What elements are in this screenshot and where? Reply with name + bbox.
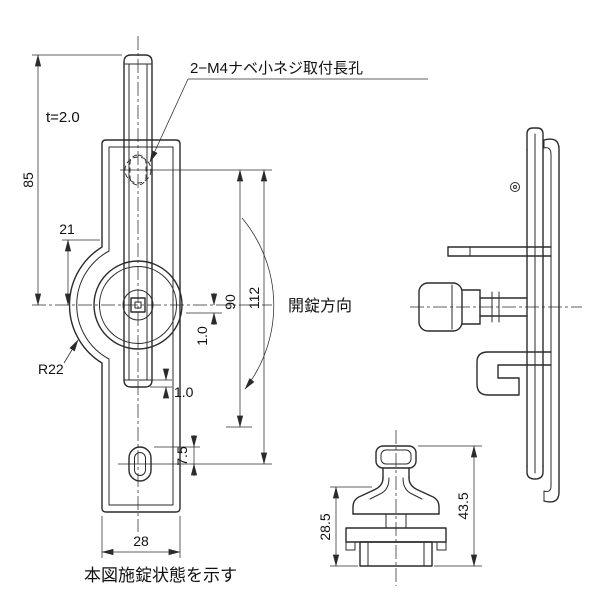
- bottom-screw-slot: [128, 446, 152, 482]
- lever-handle: [123, 54, 153, 388]
- annotations: 2−M4ナベ小ネジ取付長孔 t=2.0 開錠方向 本図施錠状態を示す 85 21…: [20, 60, 471, 585]
- dim-28-5-label: 28.5: [317, 513, 333, 540]
- square-spindle-hole: [130, 297, 146, 313]
- screw-slot-note: 2−M4ナベ小ネジ取付長孔: [190, 60, 363, 77]
- side-hook: [476, 351, 552, 396]
- pivot-boss: [93, 260, 183, 350]
- dim-21-label: 21: [59, 221, 75, 237]
- rivet-detail: [510, 182, 520, 192]
- bottom-bell-housing: [352, 477, 440, 529]
- locked-state-note: 本図施錠状態を示す: [84, 566, 237, 585]
- bottom-dimensions: [330, 445, 482, 567]
- thickness-note: t=2.0: [46, 109, 80, 126]
- dim-r22-label: R22: [38, 361, 64, 377]
- side-view: [410, 127, 582, 503]
- dim-28-label: 28: [133, 533, 149, 549]
- side-knob-and-shaft: [418, 282, 528, 332]
- dim-43-5-label: 43.5: [455, 492, 471, 519]
- dim-90-label: 90: [222, 294, 238, 310]
- dim-85-label: 85: [20, 172, 36, 188]
- dim-112-label: 112: [246, 287, 262, 310]
- mounting-plate-outline: [68, 139, 181, 513]
- top-screw-slot-hidden: [124, 154, 152, 186]
- front-view: [32, 36, 428, 558]
- front-dimensions: [32, 54, 428, 558]
- dim-7-5-label: 7.5: [174, 446, 190, 466]
- unlock-direction-arc: [241, 217, 275, 390]
- unlock-direction-label: 開錠方向: [288, 297, 352, 315]
- dim-1-0-spindle-label: 1.0: [194, 326, 210, 346]
- side-lever-profile: [510, 127, 544, 480]
- bottom-knob-section: [375, 445, 417, 479]
- dim-1-0-lever-label: 1.0: [174, 384, 194, 400]
- side-plate-profile: [543, 138, 560, 503]
- bottom-view: [330, 430, 482, 586]
- bottom-base-plate: [345, 527, 447, 567]
- side-latch-arm: [447, 246, 552, 257]
